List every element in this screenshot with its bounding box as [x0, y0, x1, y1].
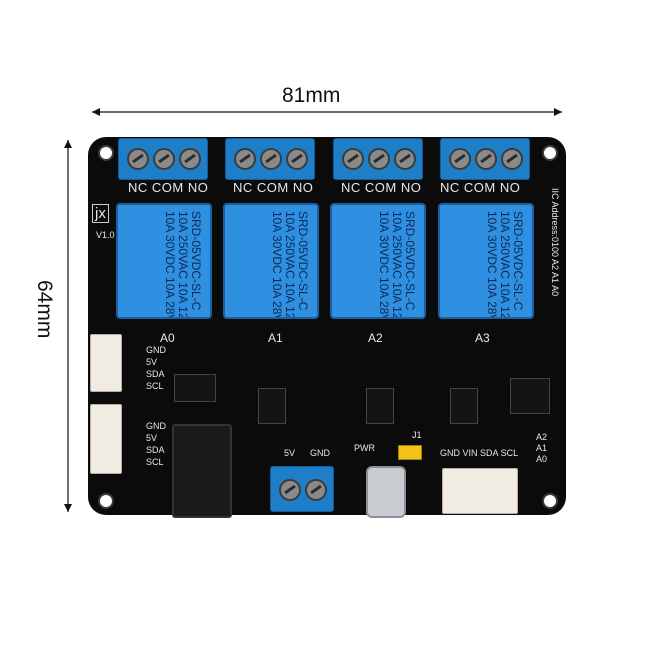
nc-label: NC	[341, 180, 361, 195]
driver-chip	[450, 388, 478, 424]
screw	[286, 148, 308, 170]
mounting-hole	[98, 493, 114, 509]
relay-rating-text: SRD-05VDC-SL-C 10A 250VAC 10A 125VAC 10A…	[377, 211, 417, 317]
left-connector-bottom	[90, 404, 122, 474]
screw	[342, 148, 364, 170]
screw	[153, 148, 175, 170]
screw	[394, 148, 416, 170]
power-gnd-label: GND	[310, 448, 330, 458]
screw	[260, 148, 282, 170]
nc-label: NC	[128, 180, 148, 195]
left-connector-pin-labels: GND 5V SDA SCL	[146, 344, 166, 392]
version-label: V1.0	[96, 230, 115, 240]
usb-c-port	[366, 466, 406, 518]
pin-label-gnd: GND	[146, 421, 166, 431]
pin-label-sda: SDA	[146, 445, 165, 455]
nc-label: NC	[233, 180, 253, 195]
terminal-labels: NC COM NO	[440, 180, 520, 195]
dc-power-jack	[172, 424, 232, 518]
power-5v-label: 5V	[284, 448, 296, 458]
no-label: NO	[187, 180, 209, 195]
pin-label-gnd: GND	[146, 345, 166, 355]
channel-label: A0	[160, 331, 175, 345]
driver-chip	[366, 388, 394, 424]
screw	[127, 148, 149, 170]
pin-label-sda: SDA	[480, 448, 499, 458]
pin-label-scl: SCL	[146, 381, 164, 391]
pwr-label: PWR	[354, 443, 375, 453]
brand-logo: jx	[92, 204, 109, 223]
jumper-label: J1	[412, 430, 422, 440]
screw	[179, 148, 201, 170]
com-label: COM	[151, 180, 184, 195]
screw	[305, 479, 327, 501]
terminal-labels: NC COM NO	[341, 180, 421, 195]
power-screw-terminal	[270, 466, 334, 512]
right-connector	[442, 468, 518, 514]
relay-a0: SRD-05VDC-SL-C 10A 250VAC 10A 125VAC 10A…	[116, 203, 212, 319]
iic-address-label: IIC Address:0100 A2 A1 A0	[550, 188, 560, 297]
nc-label: NC	[440, 180, 460, 195]
com-label: COM	[364, 180, 397, 195]
left-connector-top	[90, 334, 122, 392]
address-label-a0: A0	[536, 454, 548, 464]
relay-rating-text: SRD-05VDC-SL-C 10A 250VAC 10A 125VAC 10A…	[270, 211, 310, 317]
driver-chip	[258, 388, 286, 424]
pin-label-sda: SDA	[146, 369, 165, 379]
screw	[368, 148, 390, 170]
screw-terminal	[225, 138, 315, 180]
io-expander-chip	[510, 378, 550, 414]
screw	[234, 148, 256, 170]
terminal-labels: NC COM NO	[128, 180, 208, 195]
no-label: NO	[400, 180, 422, 195]
com-label: COM	[256, 180, 289, 195]
no-label: NO	[292, 180, 314, 195]
right-connector-pin-labels: GND VIN SDA SCL	[440, 448, 518, 458]
mounting-hole	[542, 145, 558, 161]
address-label-a1: A1	[536, 443, 548, 453]
pin-label-scl: SCL	[146, 457, 164, 467]
relay-board	[88, 137, 566, 515]
relay-rating-text: SRD-05VDC-SL-C 10A 250VAC 10A 125VAC 10A…	[163, 211, 203, 317]
pin-label-gnd: GND	[440, 448, 460, 458]
no-label: NO	[499, 180, 521, 195]
screw-terminal	[118, 138, 208, 180]
width-dimension-label: 81mm	[282, 84, 341, 107]
address-pin-labels: A2 A1 A0	[536, 432, 547, 465]
com-label: COM	[463, 180, 496, 195]
left-connector-pin-labels: GND 5V SDA SCL	[146, 420, 166, 468]
terminal-labels: NC COM NO	[233, 180, 313, 195]
height-dimension-label: 64mm	[33, 280, 56, 339]
mounting-hole	[542, 493, 558, 509]
channel-label: A2	[368, 331, 383, 345]
pin-label-scl: SCL	[500, 448, 519, 458]
screw	[501, 148, 523, 170]
screw-terminal	[333, 138, 423, 180]
relay-rating-text: SRD-05VDC-SL-C 10A 250VAC 10A 125VAC 10A…	[485, 211, 525, 317]
screw-terminal	[440, 138, 530, 180]
jumper-j1	[398, 445, 422, 460]
relay-a3: SRD-05VDC-SL-C 10A 250VAC 10A 125VAC 10A…	[438, 203, 534, 319]
pin-label-vin: VIN	[462, 448, 478, 458]
screw	[449, 148, 471, 170]
pin-label-5v: 5V	[146, 357, 158, 367]
optocoupler-chip	[174, 374, 216, 402]
address-label-a2: A2	[536, 432, 548, 442]
channel-label: A1	[268, 331, 283, 345]
relay-a2: SRD-05VDC-SL-C 10A 250VAC 10A 125VAC 10A…	[330, 203, 426, 319]
mounting-hole	[98, 145, 114, 161]
screw	[279, 479, 301, 501]
pin-label-5v: 5V	[146, 433, 158, 443]
screw	[475, 148, 497, 170]
relay-a1: SRD-05VDC-SL-C 10A 250VAC 10A 125VAC 10A…	[223, 203, 319, 319]
channel-label: A3	[475, 331, 490, 345]
